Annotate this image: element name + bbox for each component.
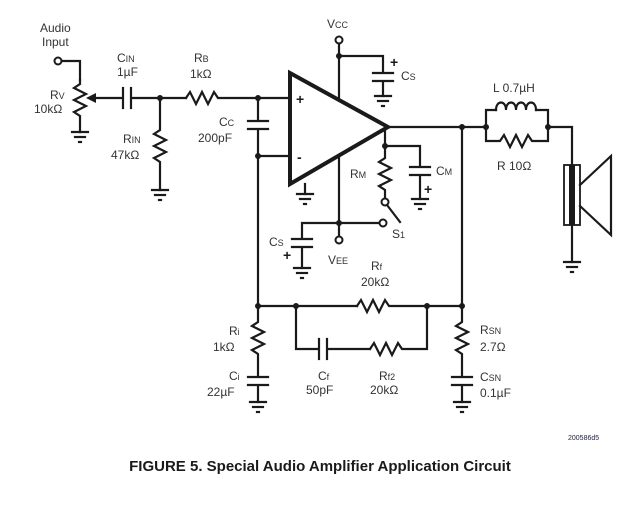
cc-value: 200pF — [198, 131, 232, 145]
capacitor-cs-top — [337, 54, 395, 108]
resistor-ri — [249, 304, 267, 378]
speaker-wire — [546, 125, 574, 167]
rf2-label: Rf2 — [379, 369, 395, 383]
ci-label: Ci — [229, 369, 240, 383]
capacitor-cf — [294, 304, 372, 361]
resistor-rf — [355, 297, 464, 315]
capacitor-cs-bottom — [290, 221, 341, 280]
resistor-rm — [376, 144, 394, 207]
cm-polarity: + — [424, 181, 432, 197]
audio-input-label: Input — [42, 35, 69, 49]
figure-caption: FIGURE 5. Special Audio Amplifier Applic… — [129, 458, 511, 475]
potentiometer-rv — [71, 78, 124, 134]
cf-label: Cf — [318, 369, 330, 383]
switch-s1 — [337, 203, 402, 228]
rv-label: RV — [50, 88, 65, 102]
capacitor-cc — [246, 96, 270, 158]
figure-code: 200586d5 — [568, 435, 599, 442]
rv-value: 10kΩ — [34, 102, 62, 116]
vee-label: VEE — [328, 253, 348, 267]
resistor-rf2 — [368, 304, 429, 358]
cs-bottom-label: CS — [269, 235, 284, 249]
csn-value: 0.1µF — [480, 386, 511, 400]
capacitor-csn — [450, 375, 474, 414]
cs-top-label: CS — [401, 69, 416, 83]
rm-label: RM — [350, 167, 366, 181]
rf-label: Rf — [371, 259, 383, 273]
speaker-icon — [562, 153, 613, 274]
inverting-input-label: - — [297, 149, 302, 165]
cs-bottom-polarity: + — [283, 247, 291, 263]
capacitor-cm — [383, 144, 432, 211]
rf2-value: 20kΩ — [370, 383, 398, 397]
noninverting-input-label: + — [296, 91, 304, 107]
rin-label: RIN — [123, 132, 141, 146]
audio-input-label: Audio — [40, 21, 71, 35]
ri-label: Ri — [229, 324, 240, 338]
inductor-l — [484, 101, 550, 129]
ground-icon — [70, 130, 90, 144]
rf-value: 20kΩ — [361, 275, 389, 289]
junction-dot — [483, 124, 489, 130]
rsn-label: RSN — [480, 323, 501, 337]
rin-value: 47kΩ — [111, 148, 139, 162]
cin-value: 1µF — [117, 65, 138, 79]
resistor-rb — [184, 89, 292, 107]
audio-input-terminal — [53, 56, 82, 82]
rsn-value: 2.7Ω — [480, 340, 506, 354]
output-resistor-label: R 10Ω — [497, 159, 531, 173]
resistor-rsn — [453, 304, 471, 378]
capacitor-ci — [246, 375, 270, 414]
csn-label: CSN — [480, 370, 501, 384]
cc-label: CC — [219, 115, 235, 129]
vcc-terminal — [334, 35, 344, 100]
s1-label: S1 — [392, 227, 405, 241]
inductor-label: L 0.7µH — [493, 81, 535, 95]
resistor-rin — [150, 96, 170, 202]
vcc-label: VCC — [327, 17, 349, 31]
ci-value: 22µF — [207, 385, 235, 399]
cin-label: CIN — [117, 51, 135, 65]
cs-top-polarity: + — [390, 54, 398, 70]
wiper-arrow-icon — [86, 93, 96, 103]
cf-value: 50pF — [306, 383, 333, 397]
resistor-r-output — [484, 125, 550, 150]
vee-terminal — [334, 235, 344, 245]
rb-value: 1kΩ — [190, 67, 212, 81]
ri-value: 1kΩ — [213, 340, 235, 354]
rb-label: RB — [194, 51, 209, 65]
cm-label: CM — [436, 164, 452, 178]
capacitor-cin — [121, 86, 188, 110]
